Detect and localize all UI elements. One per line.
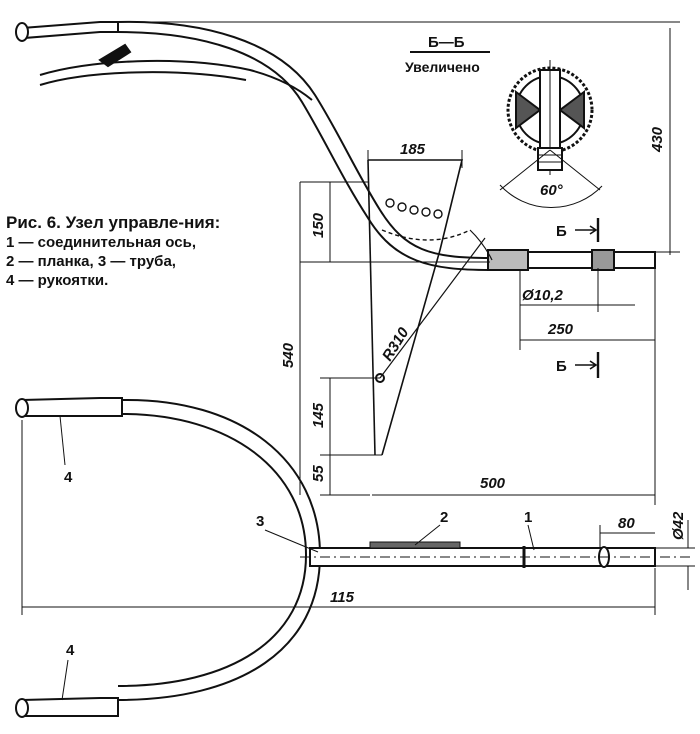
- side-handle-tube-outer: [117, 20, 491, 259]
- top-handle-grip-lower: [21, 697, 119, 717]
- dim-540: 540: [280, 342, 297, 368]
- callout-4-upper: 4: [64, 469, 73, 486]
- section-angle: 60°: [540, 182, 564, 199]
- legend-line-1: 1 — соединительная ось,: [6, 234, 197, 251]
- side-handle-tube-inner: [117, 31, 491, 271]
- caption-title: Рис. 6. Узел управле-ния:: [6, 213, 221, 232]
- top-u-tube-outer: [117, 398, 322, 701]
- sector-plate: [368, 159, 464, 456]
- dim-dia-10-2: Ø10,2: [522, 287, 564, 304]
- top-dimension-lines: [21, 415, 695, 701]
- top-handle-grip-upper: [21, 397, 123, 417]
- section-marker-top: Б: [556, 223, 567, 240]
- dim-150: 150: [310, 212, 327, 238]
- callout-4-lower: 4: [66, 642, 75, 659]
- legend-line-3: 4 — рукоятки.: [6, 272, 109, 289]
- legend-line-2: 2 — планка, 3 — труба,: [6, 253, 176, 270]
- sector-holes: [385, 198, 443, 219]
- section-label: Б—Б: [428, 34, 465, 51]
- top-view: [15, 397, 690, 718]
- dim-r310: R310: [379, 324, 413, 364]
- callout-3: 3: [256, 513, 264, 530]
- section-bb-view: [410, 51, 603, 209]
- side-dimension-lines: [120, 21, 680, 505]
- dim-145: 145: [310, 402, 327, 428]
- callout-1: 1: [524, 509, 532, 526]
- dim-250: 250: [547, 321, 574, 338]
- dim-dia-42: Ø42: [670, 511, 687, 540]
- section-note: Увеличено: [405, 59, 480, 75]
- dim-55: 55: [310, 465, 327, 482]
- side-view: [15, 20, 656, 456]
- section-marker-bottom: Б: [556, 358, 567, 375]
- figure-caption: Рис. 6. Узел управле-ния: 1 — соединител…: [6, 212, 256, 290]
- upper-handle-grip: [20, 21, 119, 40]
- dim-80: 80: [618, 515, 635, 532]
- side-brace: [39, 59, 313, 101]
- dim-185: 185: [400, 141, 426, 158]
- dim-115: 115: [330, 589, 355, 606]
- top-u-tube-inner: [117, 413, 308, 687]
- callout-2: 2: [440, 509, 448, 526]
- dim-500: 500: [480, 475, 506, 492]
- dim-430: 430: [649, 126, 666, 153]
